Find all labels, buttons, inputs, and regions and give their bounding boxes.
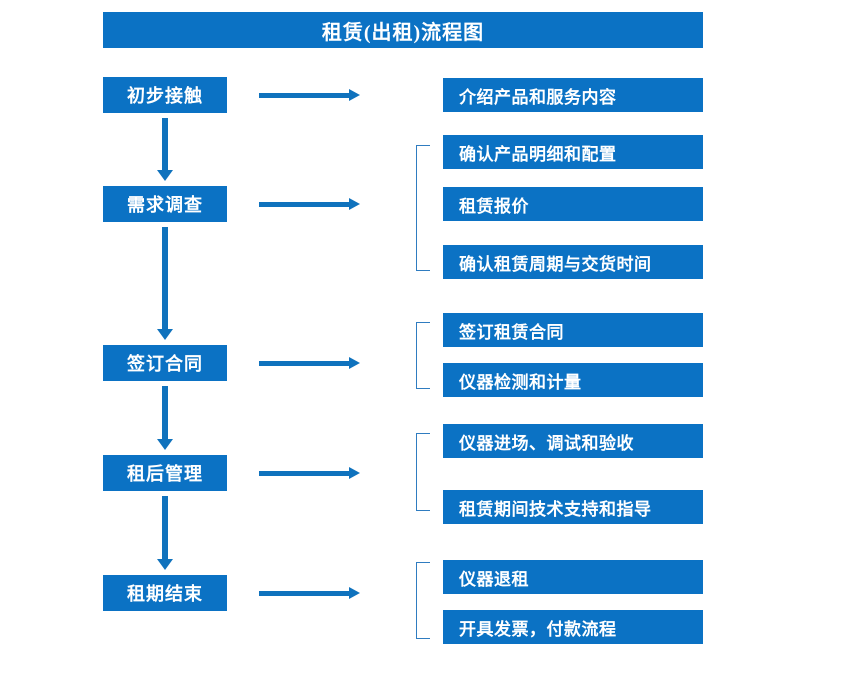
- arrow-shaft: [162, 496, 168, 559]
- arrow-head: [349, 198, 360, 210]
- bracket-group-post-rent-management: [416, 433, 430, 511]
- arrow-head: [349, 587, 360, 599]
- stage-box-sign-contract[interactable]: 签订合同: [103, 345, 227, 381]
- bracket-group-lease-end: [416, 562, 430, 639]
- arrow-head: [157, 170, 173, 181]
- detail-box-rental-quotation[interactable]: 租赁报价: [443, 187, 703, 221]
- stage-box-post-rent-management[interactable]: 租后管理: [103, 455, 227, 491]
- arrow-head: [157, 439, 173, 450]
- bracket-group-demand-survey: [416, 145, 430, 271]
- detail-box-invoice-payment[interactable]: 开具发票，付款流程: [443, 610, 703, 644]
- arrow-shaft: [259, 591, 351, 596]
- detail-box-sign-lease-contract[interactable]: 签订租赁合同: [443, 313, 703, 347]
- arrow-stage4-to-stage5: [157, 496, 173, 571]
- arrow-shaft: [162, 118, 168, 170]
- detail-box-confirm-lease-period[interactable]: 确认租赁周期与交货时间: [443, 245, 703, 279]
- arrow-head: [157, 559, 173, 570]
- arrow-head: [349, 467, 360, 479]
- detail-box-technical-support[interactable]: 租赁期间技术支持和指导: [443, 490, 703, 524]
- arrow-stage1-to-stage2: [157, 118, 173, 182]
- detail-box-introduce-products[interactable]: 介绍产品和服务内容: [443, 78, 703, 112]
- arrow-shaft: [162, 386, 168, 439]
- arrow-shaft: [259, 93, 351, 98]
- detail-box-instrument-inspection[interactable]: 仪器检测和计量: [443, 363, 703, 397]
- arrow-head: [349, 357, 360, 369]
- detail-box-instrument-entry-commissioning[interactable]: 仪器进场、调试和验收: [443, 424, 703, 458]
- arrow-shaft: [259, 202, 351, 207]
- stage-box-demand-survey[interactable]: 需求调查: [103, 186, 227, 222]
- arrow-shaft: [259, 361, 351, 366]
- detail-box-instrument-return[interactable]: 仪器退租: [443, 560, 703, 594]
- arrow-head: [157, 329, 173, 340]
- arrow-shaft: [259, 471, 351, 476]
- arrow-shaft: [162, 227, 168, 329]
- arrow-stage3-to-stage4: [157, 386, 173, 451]
- stage-box-lease-end[interactable]: 租期结束: [103, 575, 227, 611]
- arrow-stage2-to-stage3: [157, 227, 173, 341]
- arrow-head: [349, 89, 360, 101]
- flowchart-title: 租赁(出租)流程图: [103, 12, 703, 48]
- bracket-group-sign-contract: [416, 322, 430, 389]
- stage-box-initial-contact[interactable]: 初步接触: [103, 77, 227, 113]
- detail-box-confirm-product-spec[interactable]: 确认产品明细和配置: [443, 135, 703, 169]
